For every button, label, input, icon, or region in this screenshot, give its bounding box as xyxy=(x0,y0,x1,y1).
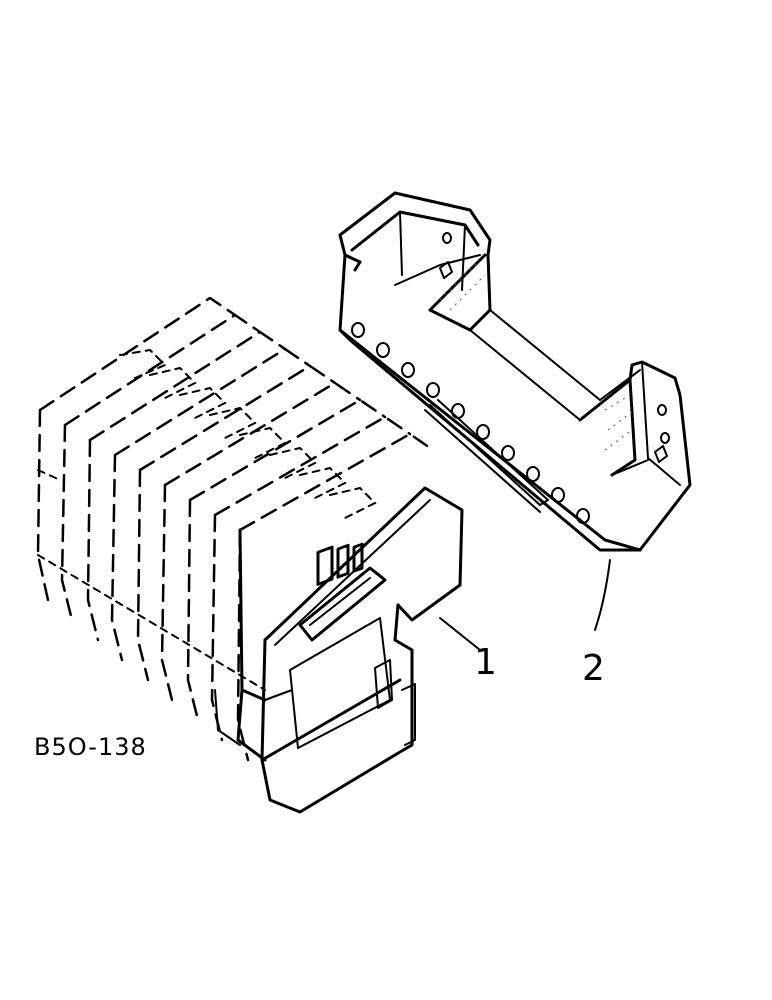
front-weight xyxy=(260,486,464,814)
bracket-holes xyxy=(351,232,670,524)
callout-leaders xyxy=(439,559,611,651)
weight-bracket-part-2 xyxy=(338,191,692,552)
logo-emblem xyxy=(316,542,364,586)
callout-label-2: 2 xyxy=(582,648,605,689)
suitcase-weights-part-1 xyxy=(36,296,464,814)
dashed-weight-stack xyxy=(36,296,432,762)
figure-code: B5O-138 xyxy=(34,733,147,761)
callout-label-1: 1 xyxy=(474,642,497,683)
